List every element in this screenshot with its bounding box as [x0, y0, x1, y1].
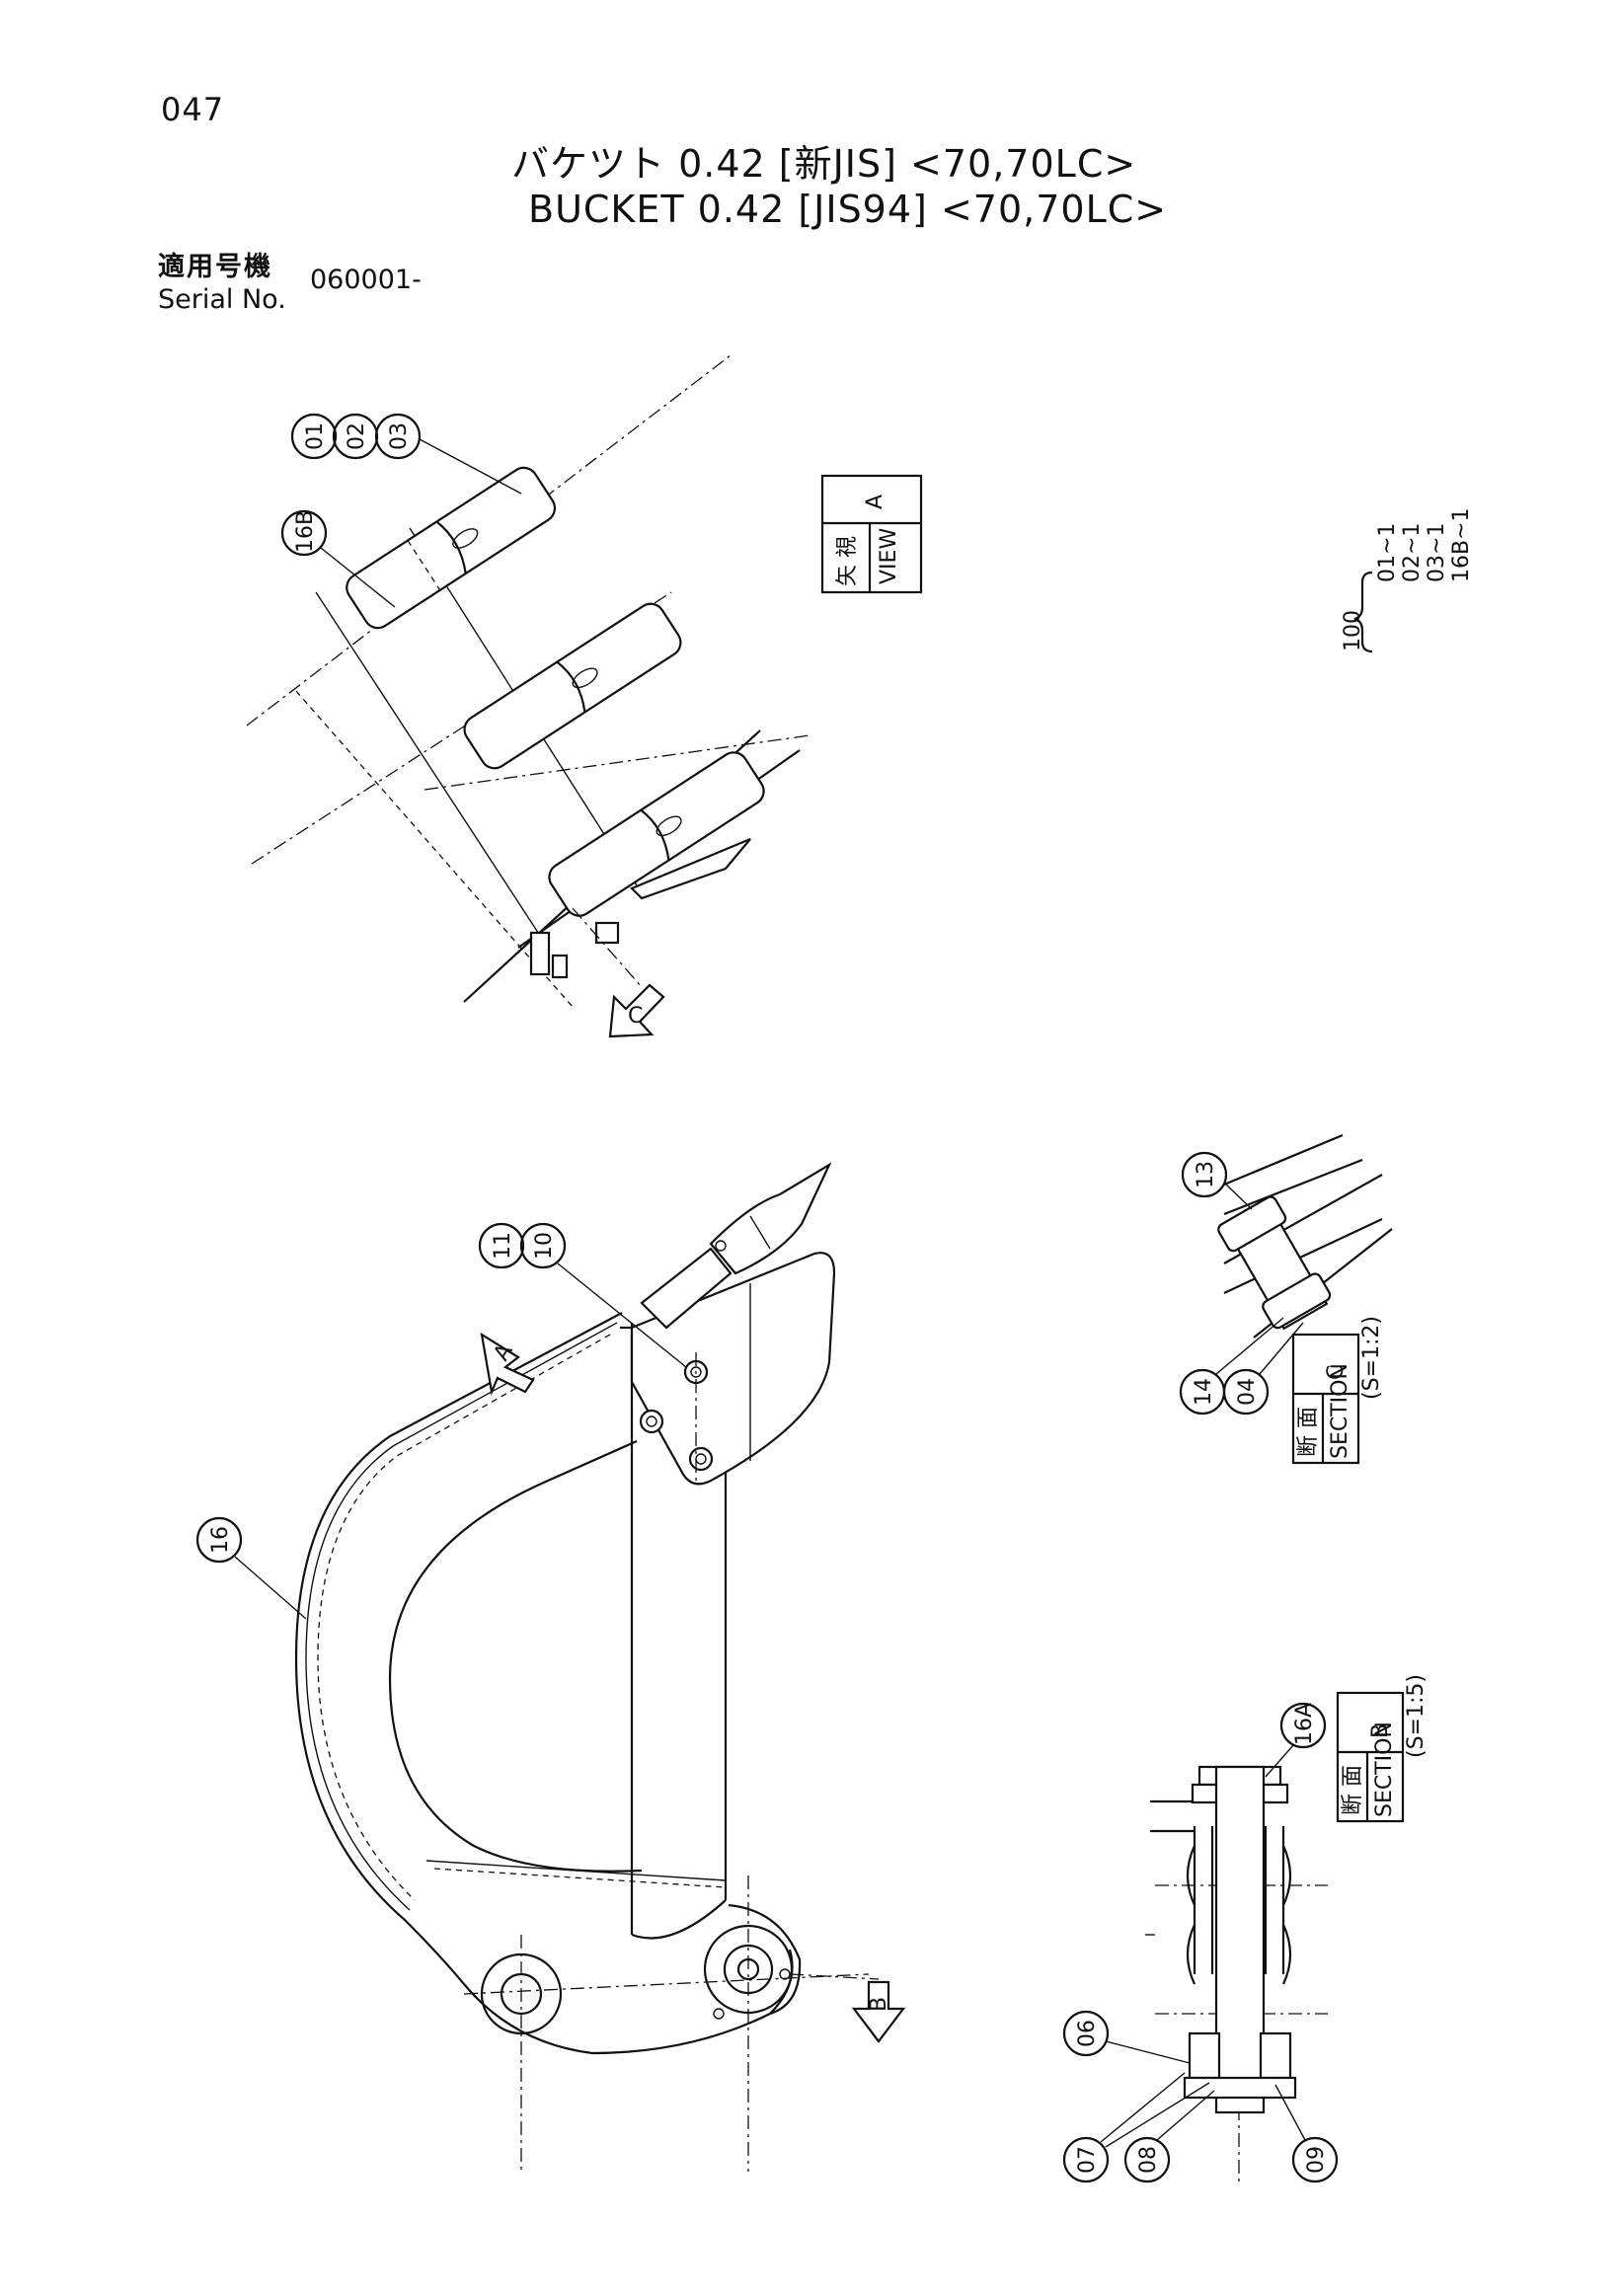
view-a-english: VIEW [877, 528, 901, 584]
arrow-b-letter: B [867, 1997, 891, 2012]
serial-label-english: Serial No. [158, 284, 286, 315]
quantity-item-03: 03~1 [1425, 522, 1449, 582]
svg-text:01: 01 [303, 422, 328, 450]
section-c-scale: (S=1:2) [1359, 1316, 1384, 1400]
balloon-11: 11 [478, 1222, 525, 1269]
svg-text:16: 16 [208, 1526, 233, 1554]
balloon-16a: 16A [1279, 1702, 1327, 1749]
section-b-japanese: 断 面 [1341, 1765, 1365, 1815]
svg-text:11: 11 [491, 1232, 515, 1260]
section-c-arrow: C [608, 983, 665, 1038]
section-c-drawing [1217, 1133, 1393, 1339]
balloon-13: 13 [1181, 1151, 1228, 1198]
section-c-japanese: 断 面 [1296, 1407, 1321, 1457]
title-english: BUCKET 0.42 [JIS94] <70,70LC> [528, 188, 1168, 231]
quantity-brace [1353, 571, 1373, 653]
title-japanese: バケツト 0.42 [新JIS] <70,70LC> [511, 142, 1137, 186]
view-a-label: 矢 視 VIEW A [820, 474, 923, 594]
svg-text:06: 06 [1075, 2020, 1100, 2047]
bucket-side-view [294, 1162, 880, 2172]
svg-text:02: 02 [345, 422, 369, 450]
section-b-english: SECTION [1372, 1722, 1397, 1817]
balloon-07: 07 [1062, 2136, 1110, 2183]
section-b-label: 断 面 SECTION B (S=1:5) [1336, 1674, 1428, 1823]
balloon-16: 16 [195, 1516, 243, 1564]
balloon-08: 08 [1123, 2136, 1171, 2183]
quantity-item-01: 01~1 [1375, 522, 1400, 582]
balloon-09: 09 [1291, 2136, 1339, 2183]
balloon-10: 10 [519, 1222, 567, 1269]
svg-text:10: 10 [532, 1232, 557, 1260]
serial-number-value: 060001- [310, 265, 422, 295]
svg-text:16B: 16B [293, 510, 318, 553]
quantity-item-02: 02~1 [1400, 522, 1425, 582]
balloon-03: 01 [290, 413, 338, 460]
page-number: 047 [161, 91, 225, 128]
section-b-arrow: B [851, 1980, 906, 2043]
balloon-01: 03 [374, 413, 422, 460]
svg-text:16A: 16A [1292, 1703, 1317, 1745]
balloon-06: 06 [1062, 2010, 1110, 2057]
balloon-16b: 16B [280, 509, 328, 557]
balloon-02: 02 [332, 413, 379, 460]
svg-text:08: 08 [1136, 2146, 1161, 2174]
section-c-english: SECTION [1328, 1363, 1352, 1459]
view-a-arrow: A [480, 1332, 535, 1396]
view-a-teeth-drawing [246, 354, 810, 1008]
view-a-letter: A [863, 495, 887, 509]
section-b-drawing [1145, 1765, 1328, 2186]
svg-text:07: 07 [1075, 2146, 1100, 2174]
quantity-item-16b: 16B~1 [1449, 507, 1474, 582]
serial-label-japanese: 適用号機 [158, 252, 272, 282]
svg-text:09: 09 [1304, 2146, 1329, 2174]
svg-text:03: 03 [387, 422, 412, 450]
section-c-letter: C [1324, 1365, 1349, 1380]
section-b-scale: (S=1:5) [1404, 1674, 1428, 1758]
svg-text:13: 13 [1194, 1161, 1218, 1188]
svg-text:14: 14 [1192, 1378, 1216, 1406]
section-c-label: 断 面 SECTION C (S=1:2) [1291, 1316, 1384, 1465]
quantity-assembly: 100 [1341, 610, 1365, 651]
svg-text:04: 04 [1235, 1378, 1260, 1406]
section-b-letter: B [1368, 1723, 1393, 1738]
balloon-14: 14 [1179, 1368, 1226, 1416]
arrow-c-letter: C [628, 1004, 643, 1029]
view-a-japanese: 矢 視 [835, 536, 860, 586]
balloon-04: 04 [1222, 1368, 1270, 1416]
